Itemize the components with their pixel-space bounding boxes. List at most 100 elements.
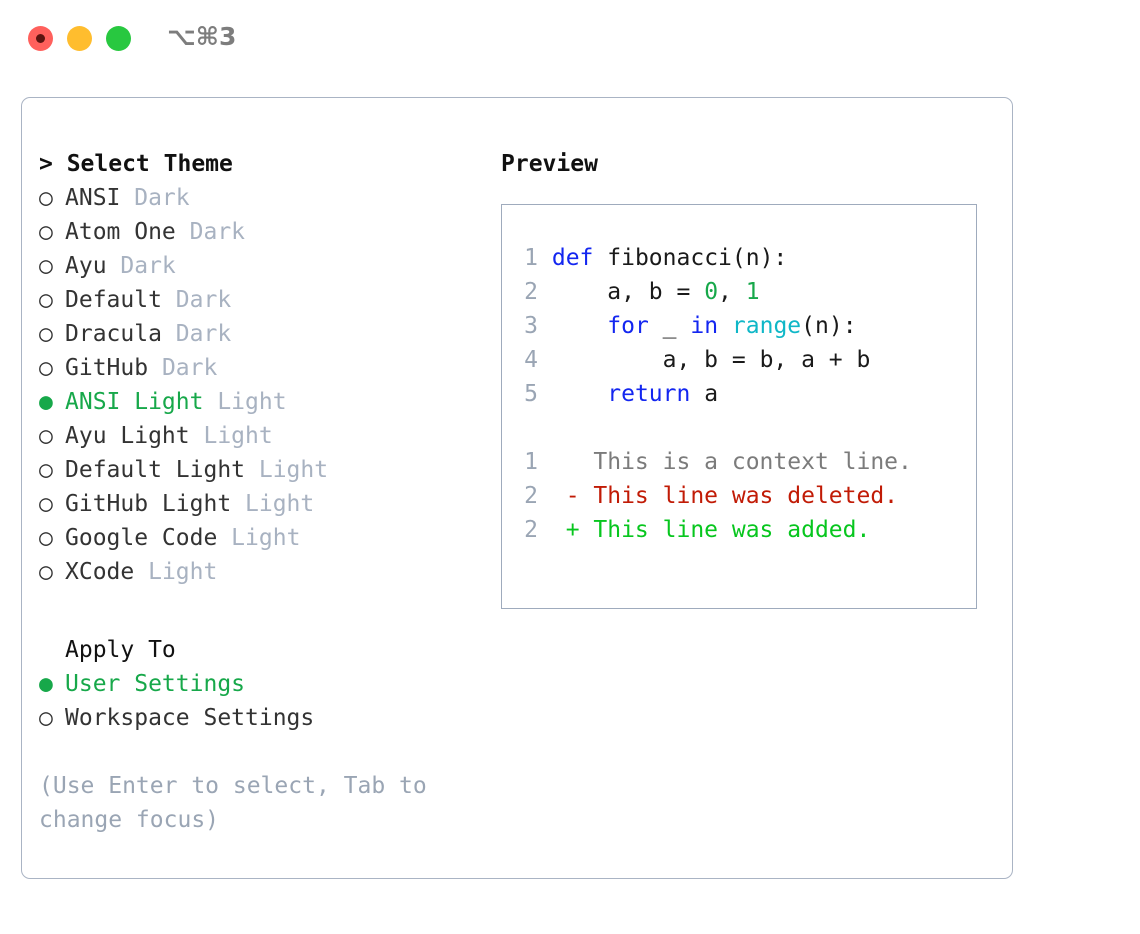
theme-option-github[interactable]: ○ GitHub Dark	[39, 351, 479, 385]
theme-option-name: Dracula	[65, 321, 162, 347]
radio-unselected-icon: ○	[39, 705, 53, 731]
radio-unselected-icon: ○	[39, 355, 53, 381]
theme-option-ansi-light[interactable]: ●ANSI Light Light	[39, 385, 479, 419]
radio-unselected-icon: ○	[39, 491, 53, 517]
minimize-button[interactable]	[67, 26, 92, 51]
code-token-pl: a, b =	[551, 279, 705, 305]
code-token-pl	[593, 245, 607, 271]
theme-option-variant: Light	[245, 457, 329, 483]
radio-unselected-icon: ○	[39, 253, 53, 279]
theme-option-name: GitHub	[65, 355, 149, 381]
code-token-kw: for	[607, 313, 649, 339]
theme-picker-column: > Select Theme ○ANSI Dark○Atom One Dark○…	[39, 147, 479, 837]
theme-option-name: ANSI Light	[65, 389, 204, 415]
theme-option-dracula[interactable]: ○Dracula Dark	[39, 317, 479, 351]
apply-to-list[interactable]: ● User Settings ○ Workspace Settings	[39, 667, 479, 735]
window-controls	[28, 26, 131, 51]
theme-option-variant: Light	[134, 559, 218, 585]
code-token-pl	[718, 313, 732, 339]
code-token-kw: in	[690, 313, 719, 339]
section-spacer	[39, 589, 479, 633]
radio-unselected-icon: ○	[39, 219, 53, 245]
diff-line-content: This is a context line.	[538, 449, 912, 475]
radio-unselected-icon: ○	[39, 423, 53, 449]
theme-option-name: Atom One	[65, 219, 176, 245]
theme-picker-heading: > Select Theme	[39, 151, 233, 177]
diff-line-add: 2 + This line was added.	[502, 513, 976, 547]
preview-column: Preview 1 def fibonacci(n):2 a, b = 0, 1…	[501, 147, 991, 609]
theme-option-variant: Light	[217, 525, 301, 551]
preview-spacer	[502, 411, 976, 445]
radio-unselected-icon: ○	[39, 457, 53, 483]
theme-option-name: ANSI	[65, 185, 121, 211]
theme-option-atom-one[interactable]: ○Atom One Dark	[39, 215, 479, 249]
code-token-pl: a, b = b, a + b	[551, 347, 871, 373]
code-line: 4 a, b = b, a + b	[502, 343, 976, 377]
code-token-pl: a	[690, 381, 719, 407]
theme-option-default-light[interactable]: ○ Default Light Light	[39, 453, 479, 487]
theme-option-ansi[interactable]: ○ ANSI Dark	[39, 181, 479, 215]
theme-option-name: Ayu	[65, 253, 107, 279]
title-bar: ⌥⌘3	[0, 0, 1140, 78]
gutter-space	[538, 347, 552, 373]
code-line: 5 return a	[502, 377, 976, 411]
radio-unselected-icon: ○	[39, 559, 53, 585]
theme-option-google-code[interactable]: ○Google Code Light	[39, 521, 479, 555]
theme-option-variant: Dark	[161, 287, 232, 313]
theme-option-name: Ayu Light	[65, 423, 190, 449]
theme-option-variant: Dark	[120, 185, 190, 211]
line-number: 5	[524, 381, 538, 407]
theme-option-github-light[interactable]: ○ GitHub Light Light	[39, 487, 479, 521]
code-line: 3 for _ in range(n):	[502, 309, 976, 343]
code-token-kw: return	[607, 381, 691, 407]
radio-selected-icon: ●	[39, 671, 53, 697]
theme-option-name: GitHub Light	[65, 491, 232, 517]
radio-unselected-icon: ○	[39, 287, 53, 313]
theme-option-ayu[interactable]: ○ Ayu Dark	[39, 249, 479, 283]
code-token-pl: _	[648, 313, 691, 339]
gutter-space	[538, 245, 552, 271]
line-number: 1	[524, 449, 538, 475]
theme-option-variant: Dark	[161, 321, 232, 347]
theme-option-name: Default	[65, 287, 162, 313]
keyboard-hint-text: (Use Enter to select, Tab to change focu…	[39, 773, 427, 833]
theme-option-ayu-light[interactable]: ○Ayu Light Light	[39, 419, 479, 453]
diff-line-content: + This line was added.	[538, 517, 871, 543]
code-token-pl: ,	[718, 279, 746, 305]
theme-option-default[interactable]: ○ Default Dark	[39, 283, 479, 317]
line-number: 3	[524, 313, 538, 339]
maximize-button[interactable]	[106, 26, 131, 51]
theme-option-variant: Dark	[148, 355, 218, 381]
code-token-pl: fibonacci(n):	[607, 245, 788, 271]
gutter-space	[538, 381, 552, 407]
theme-option-name: XCode	[65, 559, 135, 585]
diff-sample: 1 This is a context line. 2 - This line w…	[502, 445, 976, 547]
content-panel: > Select Theme ○ANSI Dark○Atom One Dark○…	[21, 97, 1013, 879]
theme-option-variant: Dark	[106, 253, 176, 279]
apply-to-option-label: Workspace Settings	[65, 705, 315, 731]
close-button[interactable]	[28, 26, 53, 51]
theme-list[interactable]: ○ ANSI Dark ○ Atom One Dark ○ Ayu Dark ○ Defaul…	[39, 181, 479, 589]
apply-to-option-label: User Settings	[65, 671, 246, 697]
code-token-kw: def	[551, 245, 594, 271]
theme-option-xcode[interactable]: ○ XCode Light	[39, 555, 479, 589]
keyboard-shortcut-label: ⌥⌘3	[167, 22, 237, 51]
preview-heading: Preview	[501, 151, 598, 177]
diff-line-del: 2 - This line was deleted.	[502, 479, 976, 513]
gutter-space	[538, 313, 552, 339]
gutter-space	[538, 279, 552, 305]
theme-option-name: Default Light	[65, 457, 246, 483]
line-number: 1	[524, 245, 538, 271]
code-token-pl: (n):	[801, 313, 857, 339]
radio-unselected-icon: ○	[39, 185, 53, 211]
apply-to-option-workspace-settings[interactable]: ○ Workspace Settings	[39, 701, 479, 735]
code-token-fn: range	[731, 313, 802, 339]
code-line: 1 def fibonacci(n):	[502, 241, 976, 275]
theme-option-name: Google Code	[65, 525, 218, 551]
line-number: 4	[524, 347, 538, 373]
theme-option-variant: Light	[231, 491, 315, 517]
apply-to-option-user-settings[interactable]: ● User Settings	[39, 667, 479, 701]
